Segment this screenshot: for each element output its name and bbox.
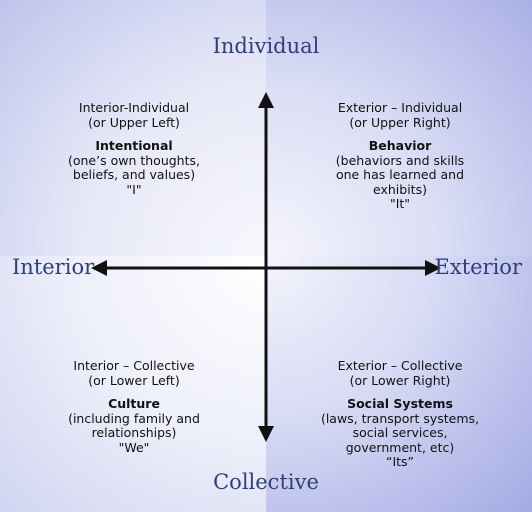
quadrant-description-line: social services, [352,425,448,440]
arrow-right-head [425,260,441,276]
quadrant-position: (or Upper Left) [88,114,180,130]
quadrant-heading: Exterior – Individual [337,100,463,115]
quadrant-pronoun: "We" [118,439,150,455]
quadrant-lower-left-text: Interior – Collective (or Lower Left) Cu… [24,358,244,455]
quadrant-heading: Interior-Individual [78,100,190,115]
quadrant-name: Behavior [368,138,432,153]
quadrant-upper-right-background [266,0,532,256]
quadrant-name: Culture [108,396,160,411]
axis-label-collective: Collective [213,470,319,494]
quadrant-name: Social Systems [347,396,453,411]
axis-label-exterior: Exterior [434,255,522,279]
quadrant-lower-right-text: Exterior – Collective (or Lower Right) S… [290,358,510,470]
quadrant-upper-left-text: Interior-Individual (or Upper Left) Inte… [24,100,244,197]
quadrant-description-line: exhibits) [373,181,427,197]
quadrant-description-line: (laws, transport systems, [320,410,480,426]
quadrant-heading: Exterior – Collective [337,358,463,373]
quadrant-upper-right-text: Exterior – Individual (or Upper Right) B… [290,100,510,212]
quadrant-heading: Interior – Collective [73,358,195,373]
quadrant-position: (or Upper Right) [349,114,451,130]
quadrant-position: (or Lower Right) [349,372,451,388]
quadrant-pronoun: "I" [126,181,142,197]
quadrant-description-line: (including family and [68,410,200,426]
quadrant-description-line: (one’s own thoughts, [67,152,200,168]
quadrant-pronoun: “Its” [385,454,415,469]
arrow-down-head [258,426,274,442]
arrow-left-head [91,260,107,276]
quadrant-name: Intentional [95,138,173,153]
quadrant-upper-left-background [0,0,266,256]
quadrant-lower-right-background [266,256,532,512]
axis-label-interior: Interior [12,255,95,279]
quadrant-description-line: relationships) [91,425,177,440]
quadrant-description-line: beliefs, and values) [72,167,196,182]
quadrant-description-line: government, etc) [345,439,455,455]
arrow-up-head [258,92,274,108]
quadrant-lower-left-background [0,256,266,512]
quadrant-pronoun: "It" [389,196,411,211]
axis-label-individual: Individual [212,34,320,58]
quadrant-description-line: (behaviors and skills [335,152,465,168]
quadrant-description-line: one has learned and [335,167,465,182]
quadrant-position: (or Lower Left) [88,372,180,388]
